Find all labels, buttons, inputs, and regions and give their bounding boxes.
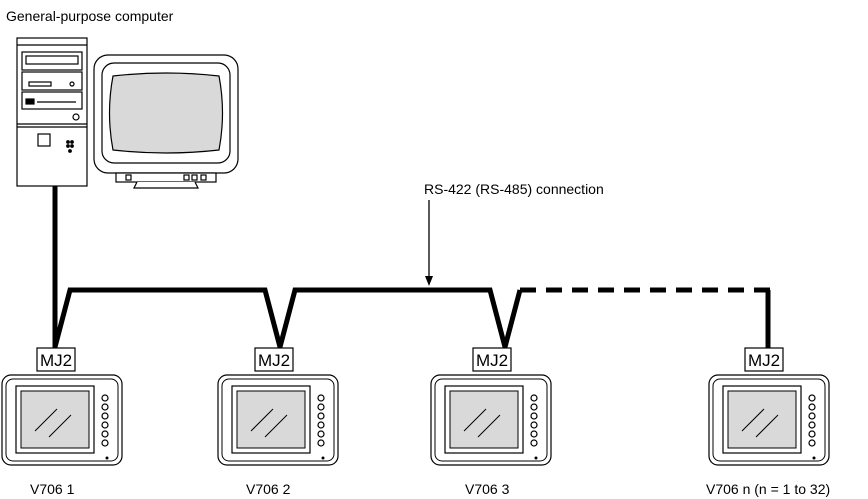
monitor-icon: [93, 54, 239, 189]
mj2-connector: MJ2: [744, 347, 784, 372]
pc-label: General-purpose computer: [6, 8, 174, 24]
v706-terminal-icon: [217, 374, 339, 466]
bus-cable: [52, 287, 523, 357]
device-label-1: V706 1: [30, 481, 75, 497]
mj2-connector: MJ2: [254, 347, 294, 372]
mj2-label: MJ2: [748, 351, 780, 370]
v706-terminal-icon: [708, 374, 830, 466]
connection-arrow-icon: [425, 200, 433, 286]
v706-terminal-icon: [430, 374, 552, 466]
mj2-label: MJ2: [258, 351, 290, 370]
mj2-connector: MJ2: [36, 347, 76, 372]
device-label-n: V706 n (n = 1 to 32): [706, 481, 831, 497]
mj2-label: MJ2: [40, 351, 72, 370]
mj2-label: MJ2: [476, 351, 508, 370]
pc-tower-icon: [16, 37, 88, 187]
v706-terminal-icon: [1, 374, 123, 466]
connection-label: RS-422 (RS-485) connection: [424, 181, 604, 197]
device-label-2: V706 2: [246, 481, 291, 497]
device-label-3: V706 3: [465, 481, 510, 497]
mj2-connector: MJ2: [472, 347, 512, 372]
